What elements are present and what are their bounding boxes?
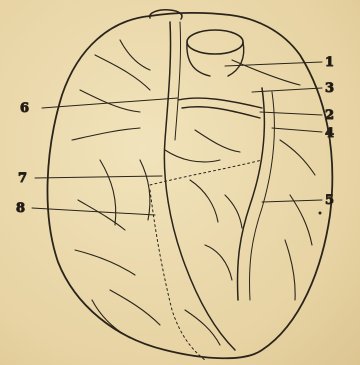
label-6: 6 <box>20 101 29 116</box>
dotted-line-upper <box>150 160 262 185</box>
label-1: 1 <box>325 55 334 70</box>
right-marginal-vessel <box>238 88 265 300</box>
label-8: 8 <box>16 201 25 216</box>
pulmonary-trunk <box>187 42 244 76</box>
label-2: 2 <box>325 108 334 123</box>
label-4: 4 <box>325 126 334 141</box>
circumflex-vessel <box>178 98 262 118</box>
ink-dot <box>319 212 322 215</box>
heart-outline <box>47 13 332 358</box>
dotted-line-vertical <box>150 190 205 360</box>
label-3: 3 <box>325 81 334 96</box>
interventricular-vessel-inner <box>175 22 181 140</box>
label-5: 5 <box>325 193 334 208</box>
coronary-branches <box>72 40 315 345</box>
leader-lines <box>32 62 322 215</box>
label-7: 7 <box>18 171 27 186</box>
pulmonary-opening <box>187 30 243 54</box>
